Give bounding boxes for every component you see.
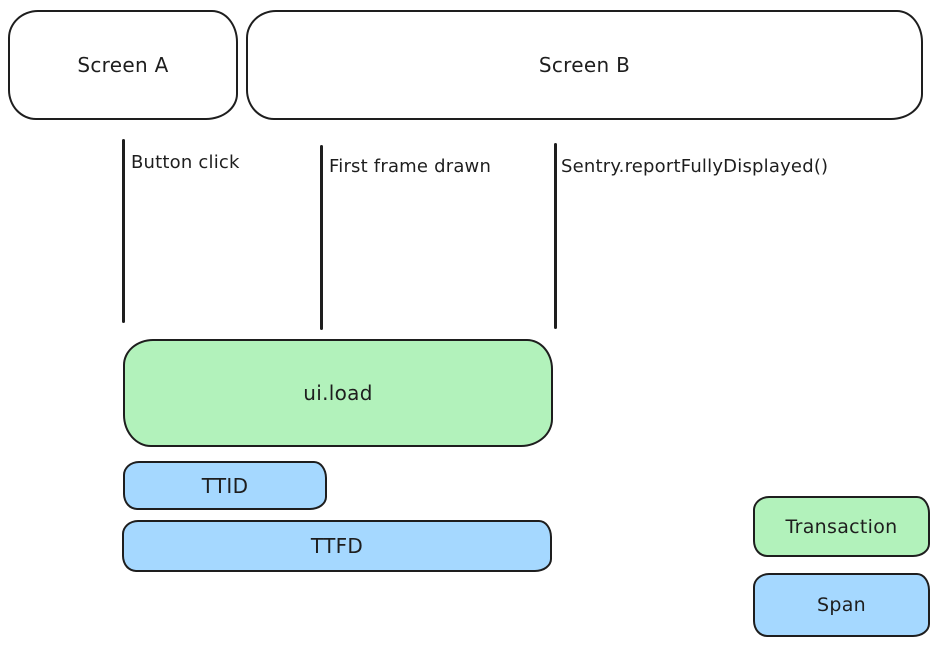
- screen-a-label: Screen A: [77, 53, 169, 77]
- ttfd-span-bar: TTFD: [122, 520, 552, 572]
- button-click-marker-line: [122, 139, 125, 323]
- ttfd-label: TTFD: [310, 534, 364, 558]
- screen-b-label: Screen B: [538, 53, 631, 77]
- ui-load-transaction-bar: ui.load: [123, 339, 553, 447]
- ui-load-label: ui.load: [303, 381, 373, 405]
- ttid-label: TTID: [201, 473, 249, 498]
- legend-span-box: Span: [753, 573, 930, 637]
- legend-transaction-box: Transaction: [753, 496, 930, 557]
- screen-b-box: Screen B: [246, 10, 923, 120]
- legend-span-label: Span: [816, 594, 866, 616]
- ttid-span-bar: TTID: [123, 461, 327, 510]
- screen-a-box: Screen A: [8, 10, 238, 120]
- button-click-label: Button click: [131, 152, 240, 173]
- legend-transaction-label: Transaction: [785, 515, 898, 538]
- first-frame-drawn-marker-line: [320, 145, 323, 330]
- report-fully-displayed-marker-line: [554, 143, 557, 329]
- report-fully-displayed-label: Sentry.reportFullyDisplayed(): [561, 156, 829, 177]
- first-frame-drawn-label: First frame drawn: [329, 156, 492, 177]
